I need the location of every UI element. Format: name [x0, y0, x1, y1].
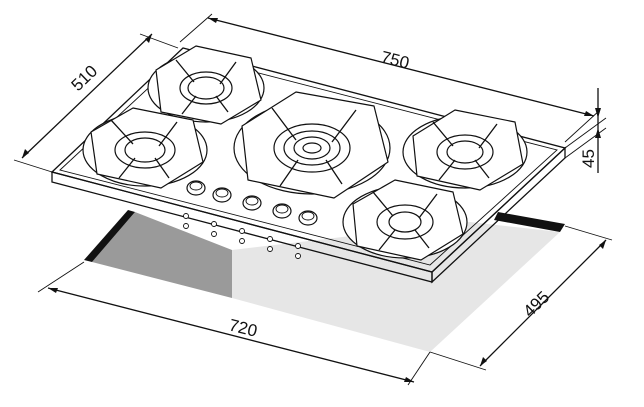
dimension-cutout-depth	[429, 225, 613, 371]
burner-back-right	[402, 109, 528, 191]
label-top-depth: 510	[68, 61, 102, 94]
cutout-black-edge-left	[84, 210, 135, 262]
label-cutout-depth: 495	[520, 287, 554, 320]
cutout-area	[84, 210, 565, 352]
knob-4	[272, 203, 292, 219]
dimension-top-depth	[13, 33, 179, 173]
control-knobs	[186, 180, 318, 226]
label-cutout-width: 720	[227, 315, 259, 340]
cutout-black-edge-right	[494, 212, 565, 232]
label-top-width: 750	[379, 47, 411, 72]
cutout-light-right	[232, 222, 560, 352]
knob-shafts	[183, 213, 301, 259]
burner-front-right	[342, 179, 468, 261]
knob-2	[212, 187, 232, 203]
dimension-height	[564, 88, 607, 173]
knob-5	[298, 210, 318, 226]
dimension-cutout-width	[37, 261, 431, 386]
burner-back-left	[147, 45, 265, 125]
label-height: 45	[579, 149, 598, 168]
hob-top-inner-edge	[59, 53, 558, 266]
cutout-shadow-left	[92, 212, 232, 298]
burner-center-wok	[233, 91, 391, 199]
knob-1	[186, 180, 206, 196]
burner-front-left	[82, 107, 208, 189]
knob-3	[242, 195, 262, 211]
dimension-top-width	[179, 13, 601, 143]
